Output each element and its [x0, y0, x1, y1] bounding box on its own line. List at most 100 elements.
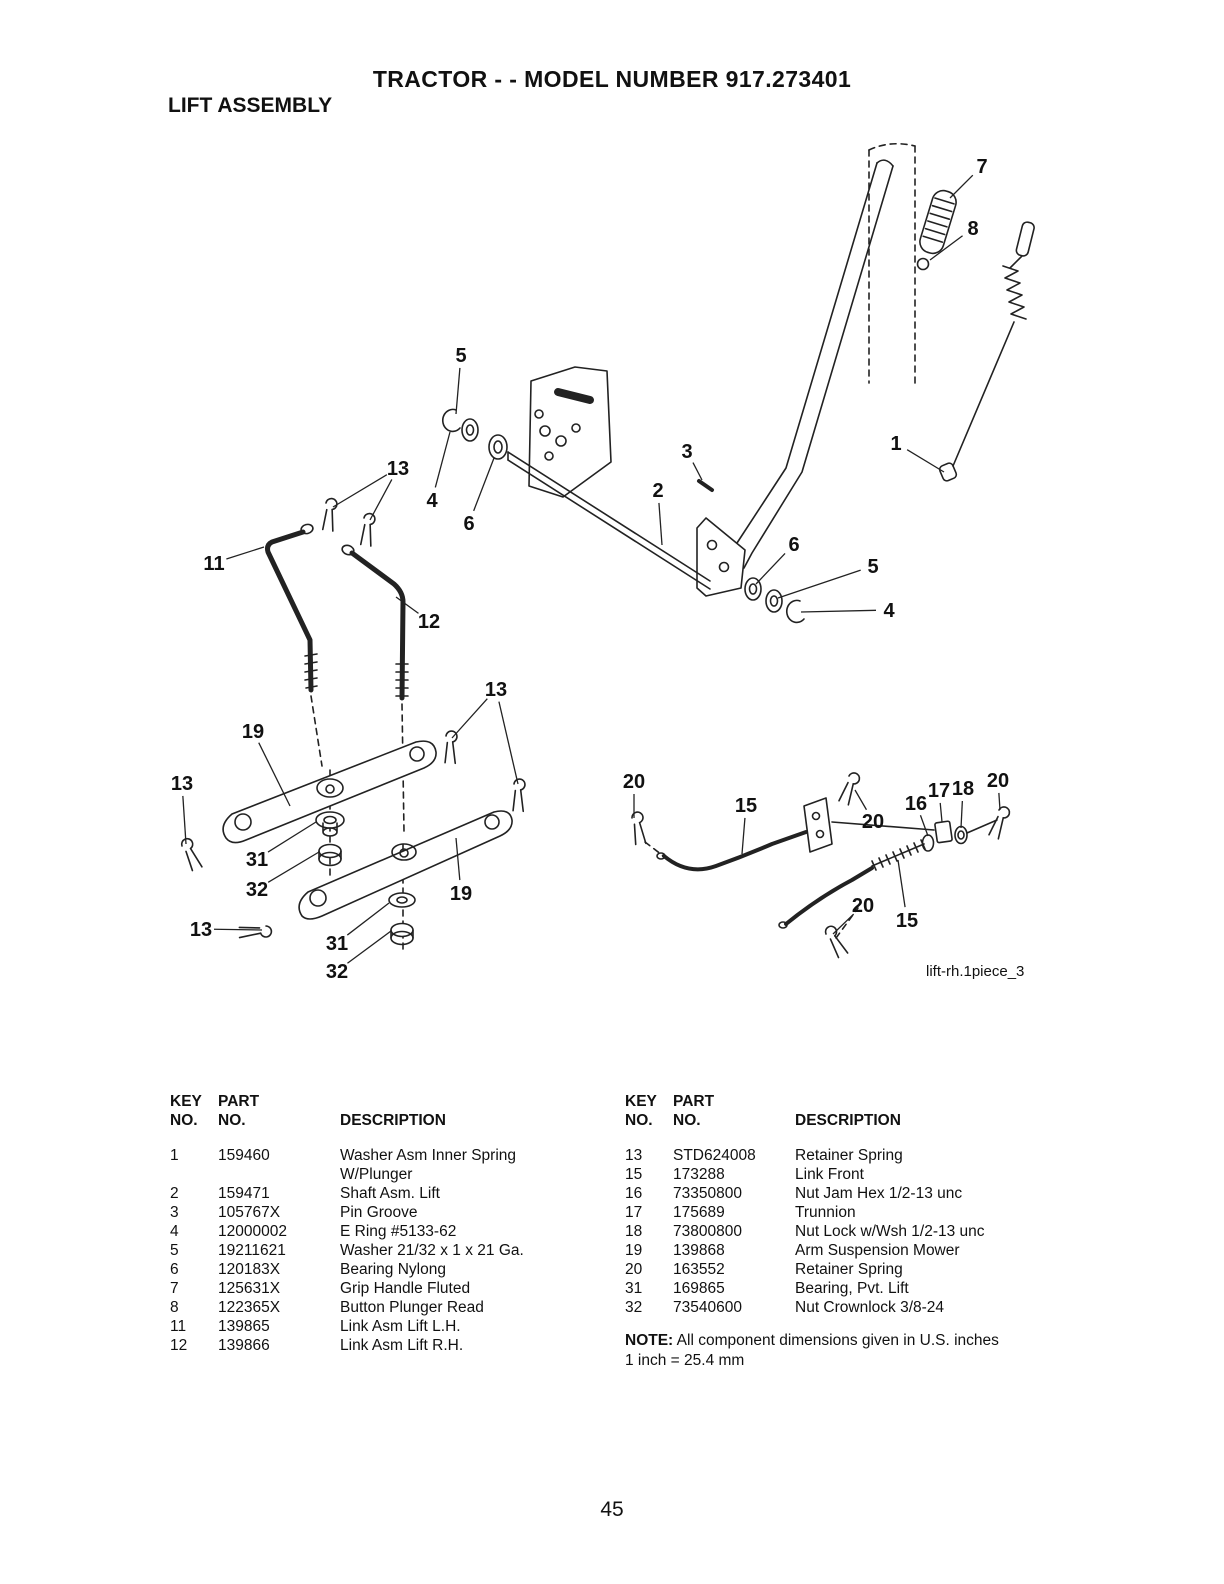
callout-7: 7 — [976, 156, 987, 178]
handle-guide-dashed — [868, 142, 916, 384]
part-description: Button Plunger Read — [340, 1299, 484, 1316]
dimensions-note: NOTE: All component dimensions given in … — [625, 1331, 1080, 1371]
part-description: Nut Lock w/Wsh 1/2-13 unc — [795, 1223, 985, 1240]
part-key: 4 — [170, 1223, 179, 1240]
part-description: Washer Asm Inner Spring W/Plunger — [340, 1147, 517, 1183]
callout-13: 13 — [485, 679, 507, 701]
spring-rod — [938, 221, 1035, 482]
part-number: 175689 — [673, 1204, 725, 1221]
part-description: Bearing, Pvt. Lift — [795, 1280, 909, 1297]
link-lift-rh — [341, 544, 409, 701]
part-number: 105767X — [218, 1204, 281, 1221]
part-number: 139865 — [218, 1318, 270, 1335]
callout-13: 13 — [190, 919, 212, 941]
col-key: KEY — [170, 1093, 202, 1110]
col-part: NO. — [218, 1112, 246, 1129]
part-description: Retainer Spring — [795, 1147, 903, 1164]
front-link-assembly — [628, 769, 1017, 960]
callout-18: 18 — [952, 778, 974, 800]
part-key: 17 — [625, 1204, 643, 1221]
part-number: 122365X — [218, 1299, 281, 1316]
callout-32: 32 — [326, 961, 348, 983]
table-header: NO. NO. DESCRIPTION — [625, 1111, 1080, 1130]
part-key: 31 — [625, 1280, 643, 1297]
part-number: 173288 — [673, 1166, 725, 1183]
plunger-button — [916, 257, 930, 271]
bearing-nylong — [744, 577, 762, 601]
col-part: PART — [673, 1093, 715, 1110]
part-number: 159471 — [218, 1185, 270, 1202]
col-description: DESCRIPTION — [340, 1112, 446, 1129]
part-description: Link Asm Lift R.H. — [340, 1337, 464, 1354]
retainer-spring-clip — [438, 729, 464, 767]
lift-lever — [696, 159, 894, 597]
callout-13: 13 — [387, 458, 409, 480]
part-key: 1 — [170, 1147, 179, 1164]
part-number: 163552 — [673, 1261, 725, 1278]
callout-12: 12 — [418, 611, 440, 633]
part-key: 16 — [625, 1185, 643, 1202]
col-key: NO. — [170, 1112, 198, 1129]
col-part: PART — [218, 1093, 260, 1110]
part-key: 12 — [170, 1337, 188, 1354]
part-description: Pin Groove — [340, 1204, 418, 1221]
washer — [765, 589, 783, 613]
part-number: STD624008 — [673, 1147, 756, 1164]
retainer-spring-clip — [354, 511, 383, 549]
e-ring — [441, 408, 461, 433]
diagram-caption: lift-rh.1piece_3 — [926, 963, 1025, 980]
table-header: NO. NO. DESCRIPTION — [170, 1111, 625, 1130]
part-description: Bearing Nylong — [340, 1261, 446, 1278]
part-description: Grip Handle Fluted — [340, 1280, 471, 1297]
bearing-nylong — [488, 434, 508, 460]
retainer-spring-clip — [236, 920, 274, 944]
callout-31: 31 — [246, 849, 268, 871]
callout-13: 13 — [171, 773, 193, 795]
part-number: 139868 — [673, 1242, 725, 1259]
part-key: 15 — [625, 1166, 643, 1183]
col-key: KEY — [625, 1093, 657, 1110]
bearing-stack-upper — [315, 811, 345, 867]
table-header: KEY PART — [625, 1092, 1080, 1111]
suspension-arm-upper — [222, 740, 437, 844]
callout-6: 6 — [463, 513, 474, 535]
callout-1: 1 — [890, 433, 901, 455]
part-key: 20 — [625, 1261, 643, 1278]
page-number: 45 — [600, 1498, 624, 1521]
bearing-stack-lower — [388, 892, 416, 946]
page-title: TRACTOR - - MODEL NUMBER 917.273401 — [372, 66, 852, 92]
col-part: NO. — [673, 1112, 701, 1129]
col-key: NO. — [625, 1112, 653, 1129]
callout-19: 19 — [242, 721, 264, 743]
note-label: NOTE: — [625, 1332, 674, 1349]
part-description: E Ring #5133-62 — [340, 1223, 457, 1240]
pin-groove — [697, 479, 714, 492]
table-header: KEY PART — [170, 1092, 625, 1111]
part-key: 6 — [170, 1261, 179, 1278]
part-description: Retainer Spring — [795, 1261, 903, 1278]
